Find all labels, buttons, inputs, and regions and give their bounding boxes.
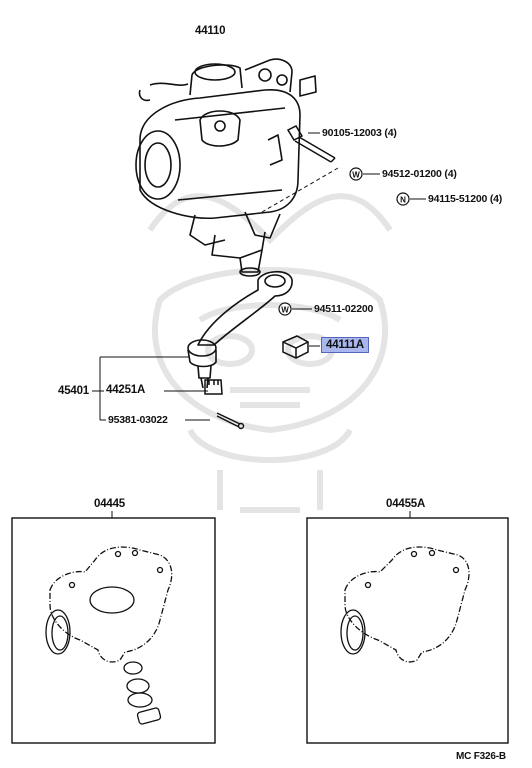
kit-box-left[interactable] bbox=[11, 517, 216, 744]
label-bolt[interactable]: 90105-12003 (4) bbox=[322, 127, 397, 139]
castle-nut-icon[interactable] bbox=[204, 379, 223, 395]
bolt-icon[interactable] bbox=[286, 125, 336, 163]
watermark-emblem bbox=[147, 193, 393, 513]
washer-icon-2: W bbox=[278, 302, 292, 316]
label-pitman-arm-group[interactable]: 45401 bbox=[58, 385, 89, 397]
label-nut[interactable]: 94115-51200 (4) bbox=[428, 193, 503, 205]
assembly-dashed-line bbox=[261, 167, 339, 213]
gasket-kit-left-drawing bbox=[45, 546, 173, 725]
label-pitman-nut[interactable]: 44111A bbox=[321, 337, 369, 353]
gasket-kit-right-drawing bbox=[340, 546, 470, 663]
figure-code: MC F326-B bbox=[456, 751, 506, 762]
label-washer[interactable]: 94512-01200 (4) bbox=[382, 168, 457, 180]
kit-box-right[interactable] bbox=[306, 517, 509, 744]
label-gear-assembly[interactable]: 44110 bbox=[195, 25, 226, 37]
label-kit-right[interactable]: 04455A bbox=[386, 498, 426, 510]
steering-gear-housing[interactable] bbox=[135, 58, 317, 277]
label-kit-left[interactable]: 04445 bbox=[94, 498, 125, 510]
label-cotter-pin[interactable]: 95381-03022 bbox=[108, 414, 168, 426]
group-bracket bbox=[92, 356, 210, 421]
svg-text:N: N bbox=[400, 196, 406, 205]
label-pitman-arm[interactable]: 44251A bbox=[106, 384, 146, 396]
hex-nut-icon[interactable] bbox=[282, 335, 309, 359]
svg-text:W: W bbox=[281, 306, 289, 315]
pitman-arm[interactable] bbox=[187, 270, 293, 389]
label-washer-2[interactable]: 94511-02200 bbox=[314, 303, 374, 315]
nut-icon: N bbox=[396, 192, 410, 206]
washer-icon: W bbox=[349, 167, 363, 181]
cotter-pin-icon[interactable] bbox=[216, 412, 245, 430]
svg-text:W: W bbox=[352, 171, 360, 180]
